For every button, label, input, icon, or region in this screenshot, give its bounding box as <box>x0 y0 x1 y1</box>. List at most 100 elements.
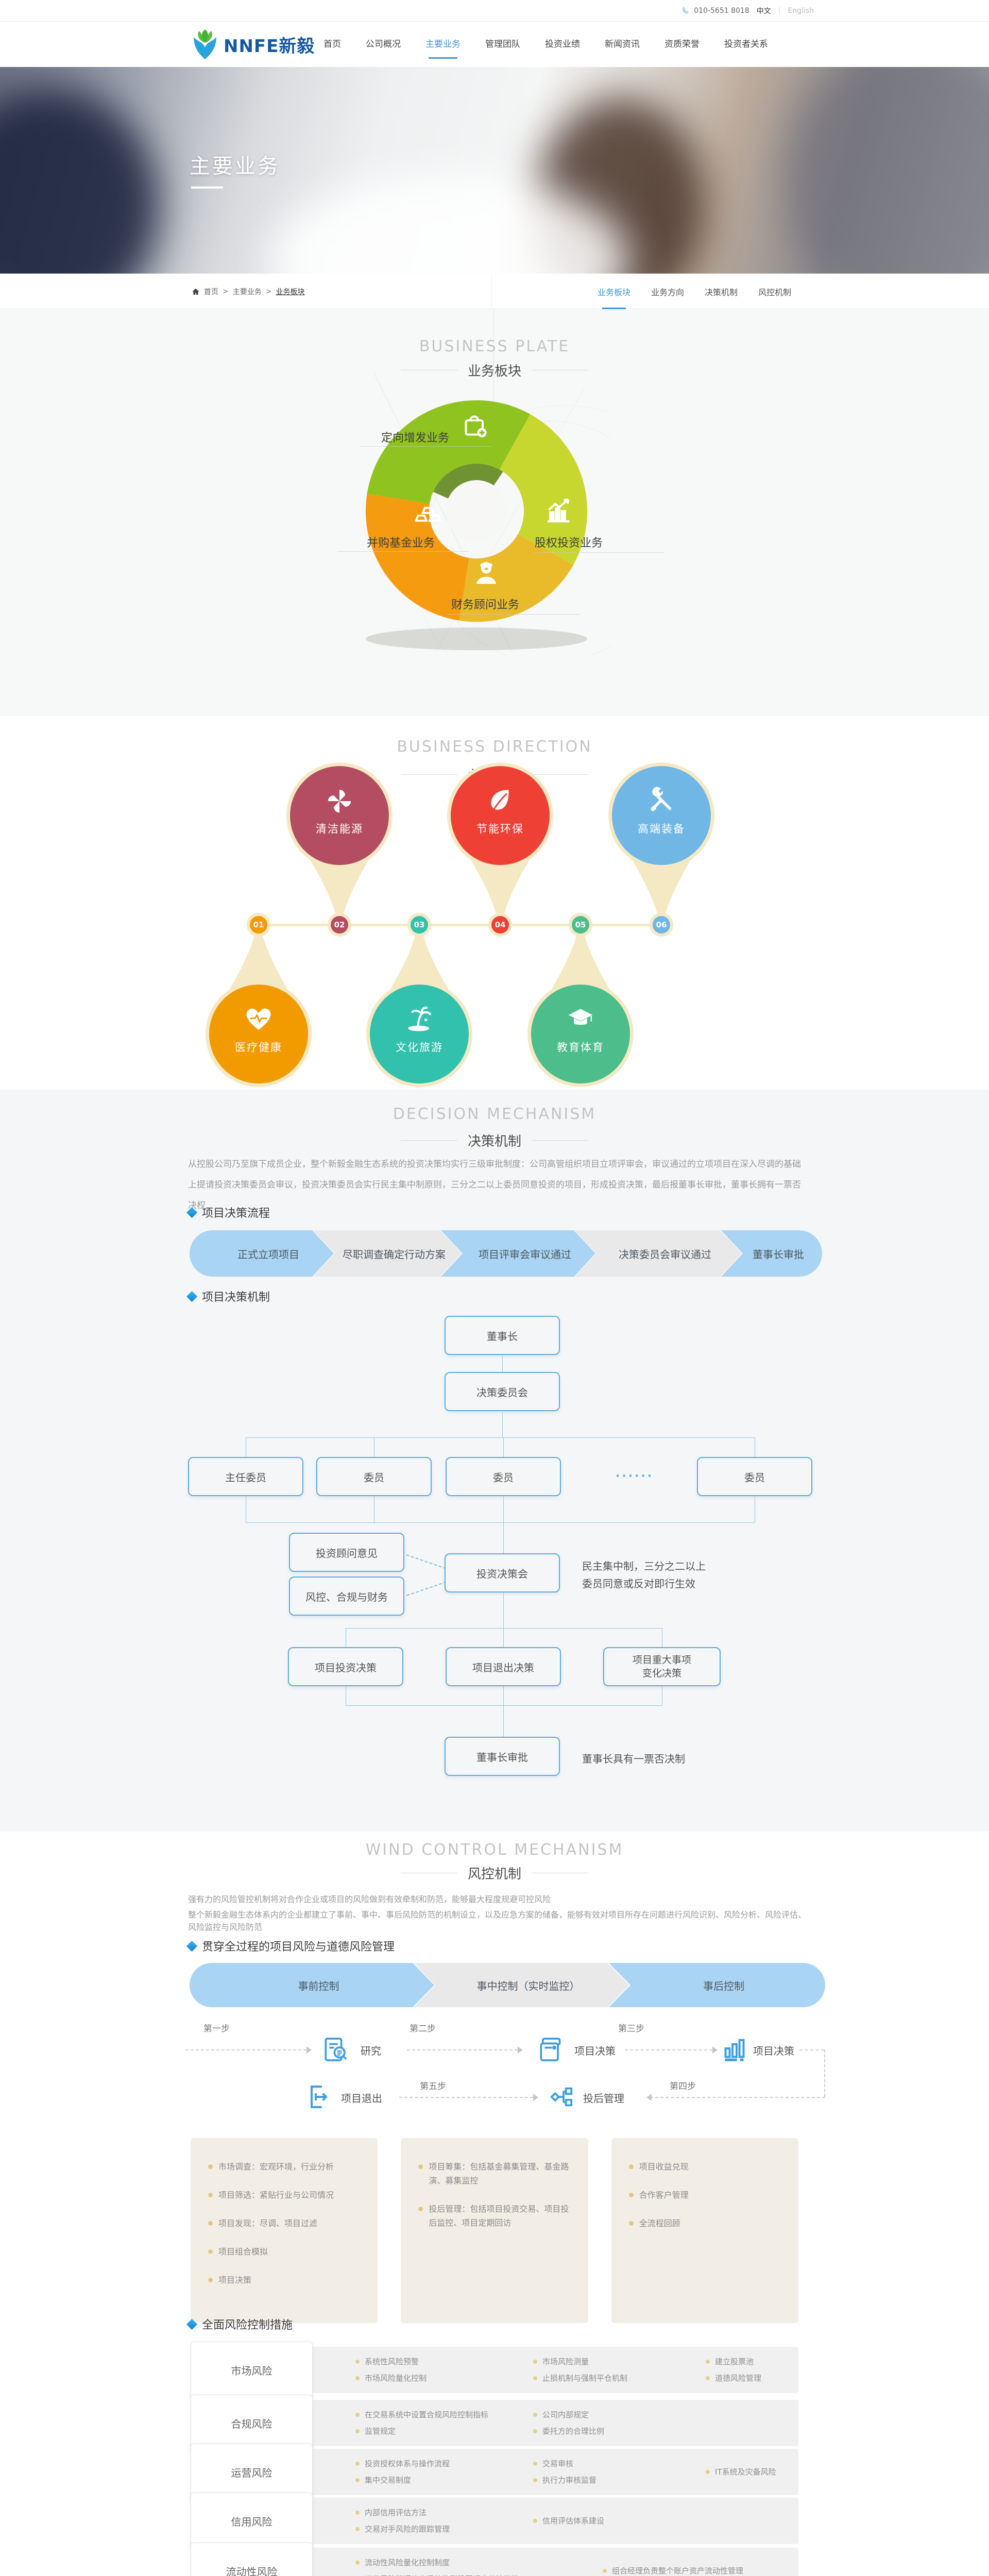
topbar-right: 010-5651 8018 中文 | English <box>681 0 814 22</box>
connector <box>503 1705 504 1737</box>
risk-items: 在交易系统中设置合规风险控制指标 监管规定 公司内部规定 委托方的合理比例 <box>355 2400 793 2446</box>
plate-label-equity-investment[interactable]: 股权投资业务 <box>535 537 603 550</box>
risk-item: 在交易系统中设置合规风险控制指标 <box>355 2409 533 2420</box>
nav-item-investor[interactable]: 投资者关系 <box>724 39 768 49</box>
flow-box-investment-meeting: 投资决策会 <box>445 1553 560 1592</box>
risk-item: 交易对手风险的跟踪管理 <box>355 2523 533 2535</box>
risk-item: 组合经理负责整个账户资产流动性管理 <box>603 2565 798 2576</box>
label-line <box>448 614 579 615</box>
breadcrumb-main-business[interactable]: 主要业务 <box>232 287 262 296</box>
nav-item-team[interactable]: 管理团队 <box>485 39 520 49</box>
arrowhead <box>533 2094 542 2101</box>
tab-decision-mechanism[interactable]: 决策机制 <box>705 287 738 297</box>
arrowhead <box>518 2046 526 2054</box>
breadcrumb-separator: > <box>265 287 272 296</box>
segment-ma-fund[interactable] <box>363 484 475 629</box>
tab-wind-control[interactable]: 风控机制 <box>758 287 792 297</box>
segment-equity-investment[interactable] <box>494 409 593 571</box>
risk-item: 系统性风险预警 <box>355 2356 533 2367</box>
pin-label: 文化旅游 <box>396 1041 443 1054</box>
pin-culture-tourism[interactable]: 文化旅游 <box>357 922 481 1095</box>
pin-high-end-equipment[interactable]: 高端装备 <box>600 755 723 928</box>
risk-row-compliance: 合规风险 在交易系统中设置合规风险控制指标 监管规定 公司内部规定 委托方的合理… <box>191 2395 798 2451</box>
risk-items: 投资授权体系与操作流程 集中交易制度 交易审核 执行力审核监督 IT系统及灾备风… <box>355 2449 793 2495</box>
home-icon[interactable] <box>192 287 200 296</box>
nav-item-performance[interactable]: 投资业绩 <box>545 39 580 49</box>
segment-financial-advisory[interactable] <box>451 529 578 624</box>
panel-item: 项目决策 <box>208 2273 360 2287</box>
section-title-en: BUSINESS PLATE <box>419 337 570 355</box>
dashed-arrow <box>407 2049 518 2050</box>
risk-row-market: 市场风险 系统性风险预警 市场风险量化控制 市场风险测量 止损机制与强制平仓机制… <box>191 2342 798 2398</box>
subsection-title: 项目决策机制 <box>202 1291 270 1304</box>
pin-label: 节能环保 <box>476 823 524 835</box>
chairman-veto-note: 董事长具有一票否决制 <box>582 1753 685 1765</box>
tab-business-plate[interactable]: 业务板块 <box>598 274 630 309</box>
section-title-cn-text: 风控机制 <box>467 1867 521 1882</box>
section-wind-control: WIND CONTROL MECHANISM 风控机制 强有力的风险管控机制将对… <box>0 1832 989 2576</box>
subsection-title: 全面风险控制措施 <box>202 2319 293 2332</box>
heart-pulse-icon <box>197 1005 320 1033</box>
nav-item-honors[interactable]: 资质荣誉 <box>664 39 700 49</box>
nav-menu: 首页 公司概况 主要业务 管理团队 投资业绩 新闻资讯 资质荣誉 投资者关系 <box>323 22 768 67</box>
risk-row-operations: 运营风险 投资授权体系与操作流程 集中交易制度 交易审核 执行力审核监督 IT系… <box>191 2444 798 2500</box>
pin-energy-saving[interactable]: 节能环保 <box>438 755 562 928</box>
leaf-icon <box>438 786 562 815</box>
plate-label-ma-fund[interactable]: 并购基金业务 <box>367 537 435 550</box>
plate-label-private-placement[interactable]: 定向增发业务 <box>381 432 450 445</box>
section-title-cn: 业务板块 <box>0 361 989 380</box>
pin-circle <box>451 766 550 865</box>
segment-private-placement[interactable] <box>359 394 538 510</box>
nav-item-news[interactable]: 新闻资讯 <box>605 39 640 49</box>
breadcrumb-home[interactable]: 首页 <box>204 287 218 296</box>
risk-item: 集中交易制度 <box>355 2475 533 2486</box>
lang-en[interactable]: English <box>788 7 814 15</box>
phone-number[interactable]: 010-5651 8018 <box>694 7 749 15</box>
flow-box-chairman-approval: 董事长审批 <box>445 1737 560 1776</box>
direction-timeline <box>259 924 661 926</box>
subsection-full-process-risk: 贯穿全过程的项目风险与道德风险管理 <box>186 1938 395 1954</box>
gold-ingots-icon <box>413 496 444 527</box>
timeline-number-06: 06 <box>650 913 673 937</box>
panel-item: 项目筛选：紧贴行业与公司情况 <box>208 2188 360 2202</box>
diamond-icon <box>186 1291 198 1302</box>
pin-tail <box>226 925 292 996</box>
hero-banner: 主要业务 <box>0 67 989 274</box>
business-plate-donut <box>359 371 610 655</box>
flow-box-risk-compliance-finance: 风控、合规与财务 <box>289 1577 404 1616</box>
page-title-underline <box>191 187 223 189</box>
connector <box>503 1522 504 1553</box>
lang-cn[interactable]: 中文 <box>756 7 771 15</box>
pin-medical-health[interactable]: 医疗健康 <box>197 922 320 1095</box>
diamond-icon <box>186 2318 198 2330</box>
label-line <box>361 446 492 447</box>
nav-item-main-business[interactable]: 主要业务 <box>425 22 461 67</box>
tab-business-direction[interactable]: 业务方向 <box>651 287 685 297</box>
org-flowchart: 董事长 决策委员会 主任委员 委员 委员 ······ 委员 投资顾问意见 风控… <box>175 1311 814 1795</box>
risk-item: 信用评估体系建设 <box>533 2515 706 2527</box>
nav-item-home[interactable]: 首页 <box>323 39 341 49</box>
dashed-connector <box>799 2049 824 2050</box>
pin-tail <box>628 854 694 925</box>
risk-label: 市场风险 <box>191 2342 313 2398</box>
risk-item: 公司内部规定 <box>533 2409 706 2420</box>
topbar: 010-5651 8018 中文 | English <box>0 0 989 22</box>
pin-education-sports[interactable]: 教育体育 <box>519 922 642 1095</box>
palm-tree-icon <box>357 1003 481 1033</box>
connector <box>503 1437 504 1457</box>
risk-item: 监管规定 <box>355 2426 533 2437</box>
chevron-control: 事后控制 <box>609 1963 825 2007</box>
pin-clean-energy[interactable]: 清洁能源 <box>278 755 401 928</box>
section-title-cn-text: 决策机制 <box>467 1134 521 1149</box>
risk-item: 建立股票池 <box>706 2356 793 2367</box>
subsection-title: 项目决策流程 <box>202 1207 270 1220</box>
flow-box-major-change-decision: 项目重大事项变化决策 <box>603 1647 721 1686</box>
step-name-exit: 项目退出 <box>341 2092 382 2105</box>
panel-item: 项目组合模拟 <box>208 2245 360 2259</box>
logo[interactable]: NNFE新毅 <box>192 29 315 60</box>
breadcrumb-current[interactable]: 业务板块 <box>276 287 305 296</box>
plate-label-financial-advisory[interactable]: 财务顾问业务 <box>451 599 520 612</box>
nav-item-company[interactable]: 公司概况 <box>366 39 401 49</box>
panel-item: 全流程回顾 <box>628 2216 781 2230</box>
panel-item: 项目收益兑现 <box>628 2160 781 2174</box>
